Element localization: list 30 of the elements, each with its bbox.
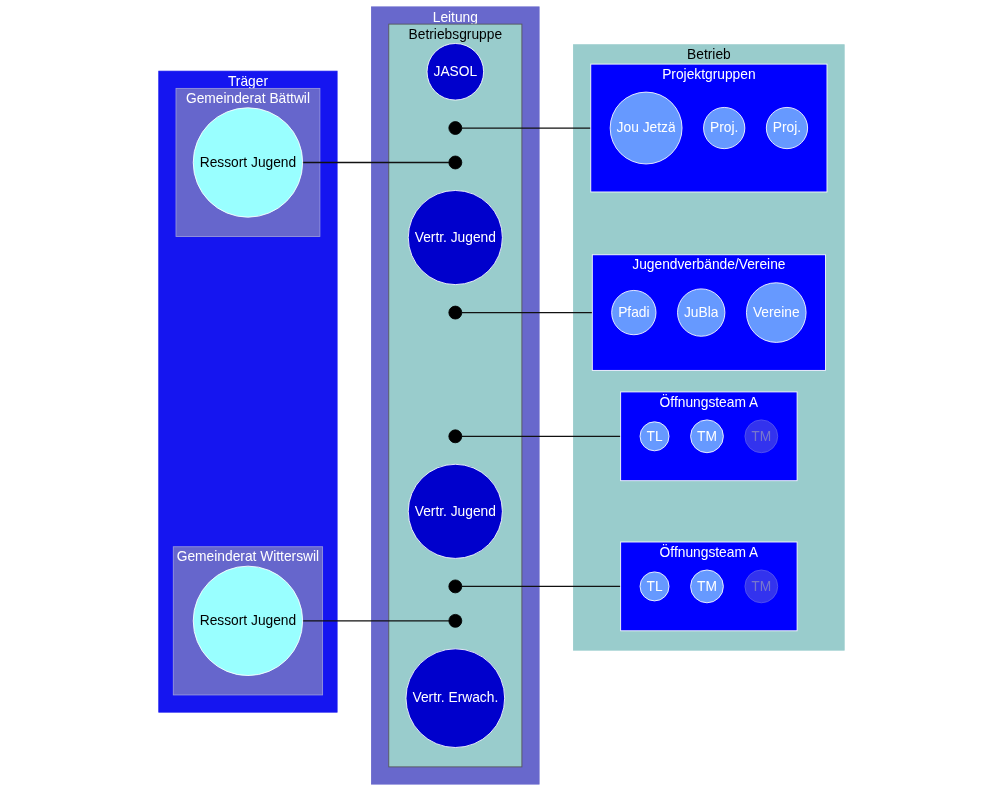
- node-circle: TM: [690, 419, 724, 454]
- node-circle: TM: [744, 419, 779, 454]
- connector: [461, 311, 593, 314]
- node-circle: [448, 613, 463, 628]
- node-circle: TM: [744, 569, 779, 604]
- node-circle: JuBla: [677, 288, 726, 337]
- connector: [461, 435, 622, 437]
- connector: [302, 161, 450, 164]
- node-circle: TL: [639, 571, 670, 602]
- node-circle: Proj.: [703, 106, 746, 150]
- node-circle: Proj.: [765, 106, 809, 150]
- node-circle: TM: [690, 569, 724, 604]
- node-circle: JASOL: [426, 43, 485, 101]
- node-circle: Vertr. Erwach.: [405, 648, 506, 748]
- node-circle: [448, 579, 463, 594]
- node-circle: Pfadi: [611, 290, 657, 336]
- node-circle: Jou Jetzä: [609, 91, 683, 165]
- node-circle: Vereine: [746, 282, 807, 343]
- node-circle: Vertr. Jugend: [407, 190, 503, 285]
- connector: [461, 127, 592, 129]
- connector: [461, 585, 622, 588]
- node-circle: TL: [639, 421, 670, 452]
- node-circle: [448, 155, 463, 170]
- node-circle: [448, 121, 463, 135]
- node-circle: Ressort Jugend: [192, 107, 304, 218]
- node-circle: [448, 305, 463, 320]
- connector: [302, 620, 450, 622]
- node-circle: [448, 429, 463, 444]
- node-circle: Ressort Jugend: [192, 565, 304, 676]
- node-circle: Vertr. Jugend: [407, 463, 503, 559]
